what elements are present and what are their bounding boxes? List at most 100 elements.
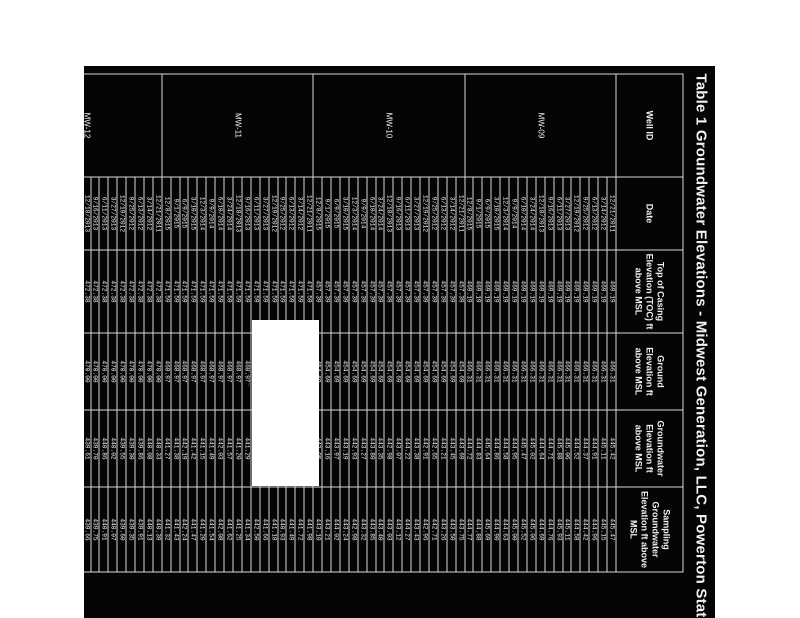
date-cell: 6/9/2015 [331,177,340,250]
date-cell: 3/27/2013 [259,177,269,250]
ground-cell: 466.31 [518,333,527,410]
toc-cell: 471.59 [241,250,251,333]
groundwater-cell: 445.06 [562,410,572,487]
sampling-cell: 444.90 [491,487,501,572]
groundwater-cell: 439.86 [135,410,144,487]
sampling-cell: 444.27 [402,487,412,572]
ground-cell: 468.97 [188,333,198,410]
groundwater-cell: 442.91 [420,410,429,487]
date-cell: 12/8/2015 [161,177,171,250]
groundwater-cell: 443.45 [446,410,456,487]
date-cell: 12/3/2014 [197,177,207,250]
groundwater-cell: 443.07 [393,410,403,487]
date-cell: 6/11/2013 [553,177,563,250]
sampling-cell: 442.98 [348,487,358,572]
toc-cell: 469.19 [491,250,501,333]
date-cell: 6/10/2014 [215,177,225,250]
toc-cell: 471.59 [197,250,207,333]
sampling-cell: 444.76 [544,487,554,572]
ground-cell: 454.69 [339,333,349,410]
date-cell: 9/1/2015 [170,177,180,250]
groundwater-cell: 443.21 [437,410,447,487]
sampling-cell: 440.07 [108,487,118,572]
toc-cell: 469.19 [580,250,590,333]
ground-cell: 468.97 [215,333,225,410]
ground-cell: 468.97 [233,333,242,410]
date-cell: 9/16/2013 [544,177,554,250]
toc-cell: 469.19 [500,250,510,333]
date-cell: 6/11/2013 [402,177,412,250]
ground-cell: 454.69 [411,333,421,410]
groundwater-cell: 440.08 [143,410,153,487]
sampling-cell: 440.13 [143,487,153,572]
date-cell: 6/13/2012 [135,177,144,250]
groundwater-cell: 445.88 [553,410,563,487]
date-cell: 12/19/2012 [420,177,429,250]
toc-cell: 472.38 [152,250,162,333]
groundwater-cell: 443.35 [375,410,385,487]
groundwater-cell: 444.64 [535,410,545,487]
ground-cell: 466.31 [509,333,519,410]
ground-cell: 466.31 [500,333,510,410]
sampling-cell: 442.24 [179,487,189,572]
toc-cell: 457.39 [348,250,358,333]
sampling-cell: 441.32 [161,487,171,572]
groundwater-cell: 443.19 [339,410,349,487]
groundwater-cell: 440.86 [99,410,109,487]
toc-cell: 469.19 [535,250,545,333]
ground-cell: 454.69 [393,333,403,410]
date-cell: 12/18/2013 [535,177,545,250]
groundwater-cell: 444.71 [544,410,554,487]
ground-cell: 466.31 [544,333,554,410]
ground-cell: 466.31 [526,333,536,410]
ground-cell: 466.31 [562,333,572,410]
table-title: Table 1 Groundwater Elevations - Midwest… [692,73,710,618]
groundwater-cell: 439.61 [84,410,91,487]
ground-cell: 470.00 [143,333,153,410]
groundwater-cell: 441.27 [161,410,171,487]
toc-cell: 472.38 [108,250,118,333]
ground-cell: 454.69 [428,333,438,410]
date-cell: 6/10/2014 [366,177,376,250]
ground-cell: 466.31 [473,333,483,410]
toc-cell: 457.39 [384,250,394,333]
sampling-cell: 441.18 [268,487,278,572]
ground-cell: 454.69 [375,333,385,410]
header-row: Well ID Date Top of Casing Elevation (TO… [616,74,683,572]
sampling-cell: 442.08 [215,487,225,572]
toc-cell: 457.39 [455,250,465,333]
toc-cell: 469.19 [553,250,563,333]
toc-cell: 471.59 [233,250,242,333]
ground-cell: 466.31 [464,333,474,410]
date-cell: 9/1/2015 [322,177,331,250]
sampling-cell: 441.25 [233,487,242,572]
groundwater-table: Well ID Date Top of Casing Elevation (TO… [84,74,684,573]
ground-cell: 454.69 [446,333,456,410]
date-cell: 12/19/2012 [571,177,581,250]
groundwater-cell: 445.11 [598,410,608,487]
groundwater-cell: 444.83 [473,410,483,487]
header-toc: Top of Casing Elevation (TOC) ft above M… [616,250,683,333]
toc-cell: 472.38 [90,250,100,333]
ground-cell: 454.69 [357,333,367,410]
groundwater-cell: 443.97 [331,410,340,487]
date-cell: 3/24/2014 [375,177,385,250]
toc-cell: 457.39 [339,250,349,333]
date-cell: 12/18/2013 [84,177,91,250]
sampling-cell: 444.69 [535,487,545,572]
ground-cell: 470.00 [126,333,136,410]
date-cell: 9/16/2013 [241,177,251,250]
date-cell: 3/14/2012 [598,177,608,250]
groundwater-cell: 442.65 [428,410,438,487]
date-cell: 12/18/2013 [233,177,242,250]
toc-cell: 469.19 [571,250,581,333]
groundwater-cell: 439.55 [117,410,127,487]
toc-cell: 472.38 [99,250,109,333]
sampling-cell: 444.88 [473,487,483,572]
header-sampling-elevation: Sampling Groundwater Elevation ft above … [616,487,683,572]
groundwater-cell: 439.70 [90,410,100,487]
toc-cell: 469.19 [589,250,599,333]
groundwater-cell: 444.37 [580,410,590,487]
toc-cell: 469.19 [482,250,492,333]
